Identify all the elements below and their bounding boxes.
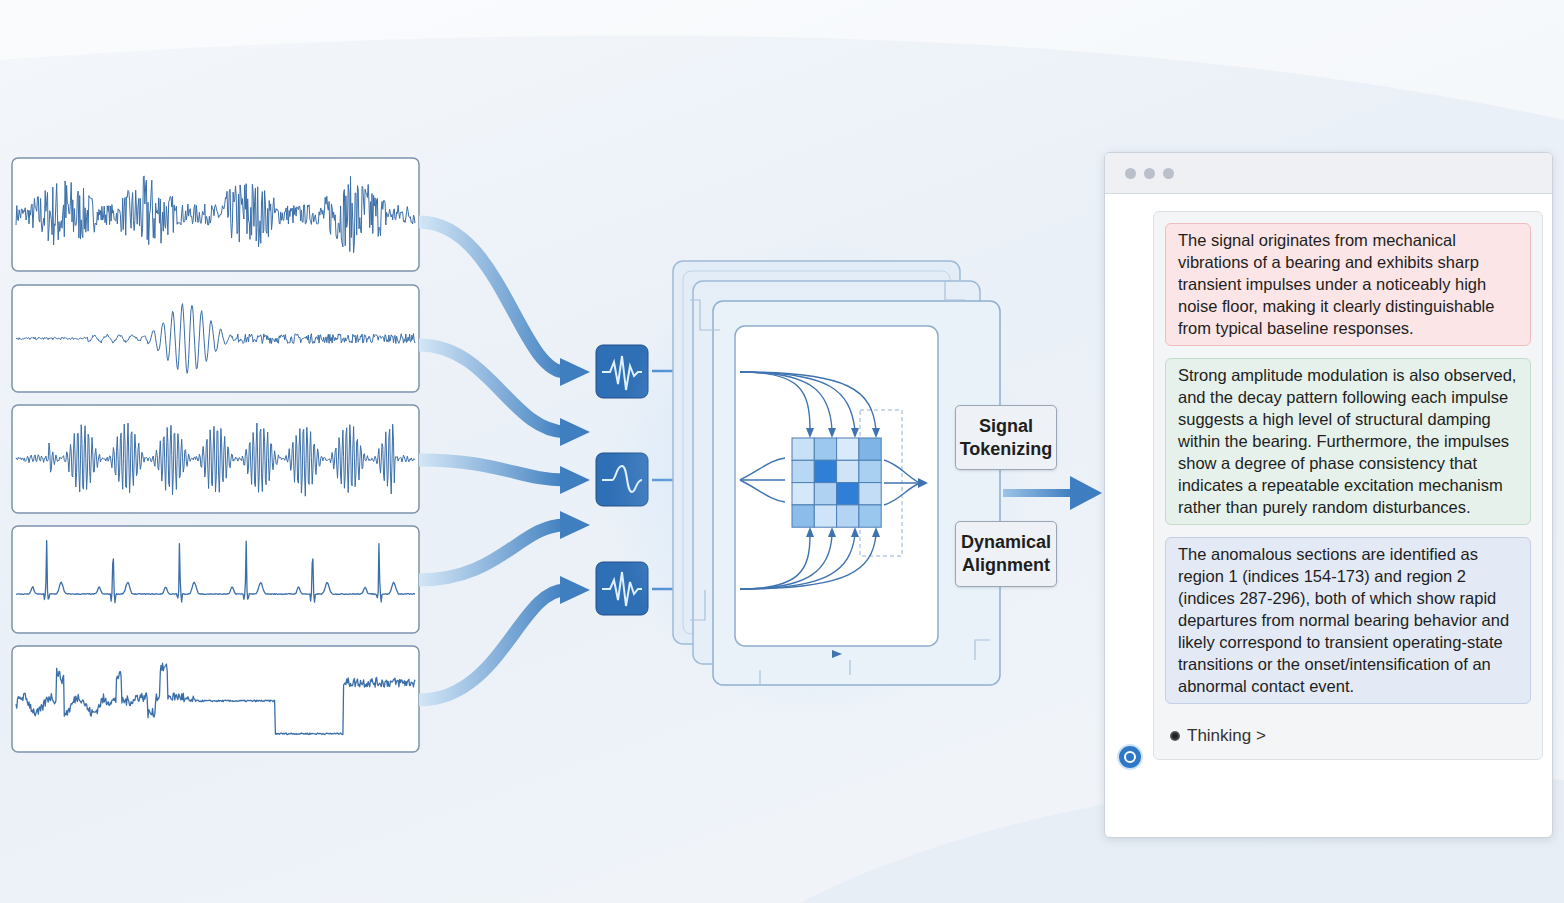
message-box: The signal originates from mechanical vi…	[1165, 223, 1531, 346]
signal-panel	[12, 158, 419, 271]
thinking-dot	[1170, 731, 1180, 741]
matrix-cell	[837, 483, 859, 505]
logo-icon	[1117, 744, 1143, 770]
waveform	[16, 423, 415, 496]
matrix-cell	[814, 505, 836, 527]
output-arrow	[1003, 476, 1102, 510]
matrix-cell	[792, 505, 814, 527]
chat-window: Thinking > The signal originates from mec…	[1104, 152, 1553, 838]
process-box: Dynamical Alignment	[955, 521, 1057, 587]
window-dot	[1125, 168, 1136, 179]
arrowheads	[560, 358, 590, 604]
waveform	[16, 663, 415, 734]
processor-stack	[673, 261, 1000, 685]
waveform	[16, 176, 415, 253]
signal-panel	[12, 646, 419, 752]
matrix-cell	[859, 505, 881, 527]
matrix-cell	[792, 483, 814, 505]
matrix-cell	[837, 438, 859, 460]
window-dot	[1163, 168, 1174, 179]
matrix-cell	[814, 483, 836, 505]
signal-panels	[12, 158, 419, 752]
matrix-cell	[837, 460, 859, 482]
matrix-cell	[814, 460, 836, 482]
process-box: Signal Tokenizing	[955, 405, 1057, 470]
matrix-cell	[837, 505, 859, 527]
signal-panel	[12, 285, 419, 392]
process-label: Dynamical Alignment	[960, 531, 1052, 577]
message-text: Strong amplitude modulation is also obse…	[1178, 364, 1518, 518]
matrix-cell	[859, 438, 881, 460]
message-box: The anomalous sections are identified as…	[1165, 537, 1531, 704]
title-bar	[1105, 153, 1552, 194]
signal-panel	[12, 405, 419, 513]
matrix-cell	[814, 438, 836, 460]
matrix-cell	[792, 460, 814, 482]
message-text: The anomalous sections are identified as…	[1178, 543, 1518, 697]
matrix-cell	[792, 438, 814, 460]
curved-arrows	[419, 222, 565, 700]
waveform	[16, 541, 415, 603]
background-swoosh	[0, 0, 1564, 120]
logo-mark	[1124, 751, 1136, 763]
process-label: Signal Tokenizing	[960, 415, 1053, 461]
status-text: Thinking >	[1187, 726, 1266, 746]
message-box: Strong amplitude modulation is also obse…	[1165, 358, 1531, 525]
window-dot	[1144, 168, 1155, 179]
matrix-cell	[859, 483, 881, 505]
message-text: The signal originates from mechanical vi…	[1178, 229, 1518, 339]
matrix-cell	[859, 460, 881, 482]
attention-matrix	[740, 372, 928, 658]
signal-panel	[12, 526, 419, 633]
waveform	[16, 304, 415, 374]
